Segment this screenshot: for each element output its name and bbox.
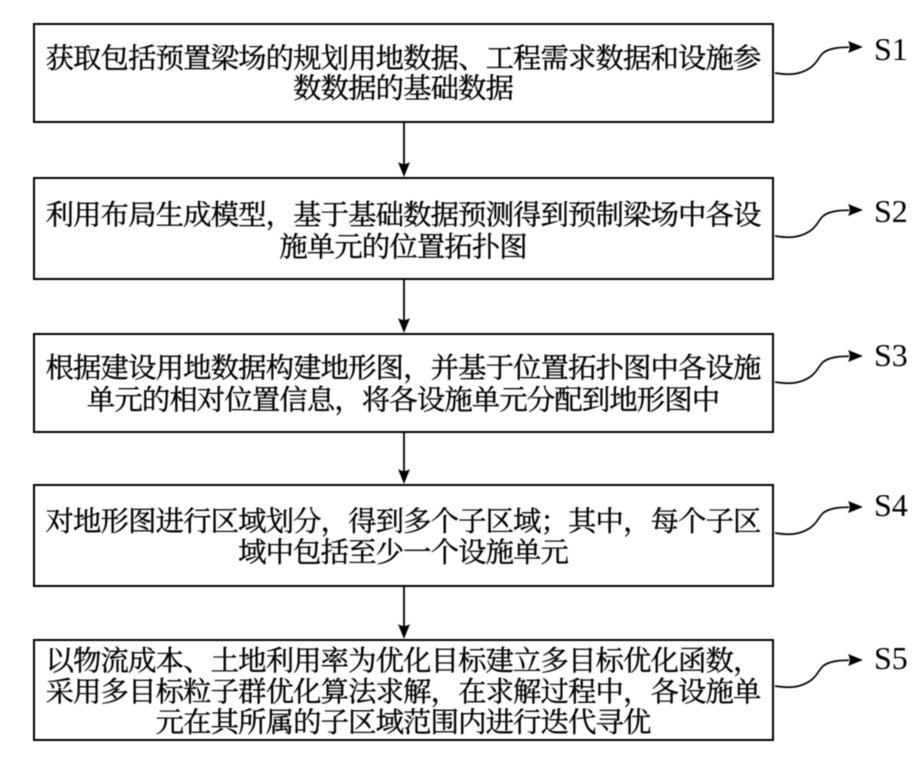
- svg-text:S4: S4: [874, 487, 908, 523]
- svg-text:S3: S3: [874, 337, 908, 373]
- svg-text:S2: S2: [874, 193, 908, 229]
- svg-text:S5: S5: [874, 640, 908, 676]
- svg-text:S1: S1: [874, 31, 908, 67]
